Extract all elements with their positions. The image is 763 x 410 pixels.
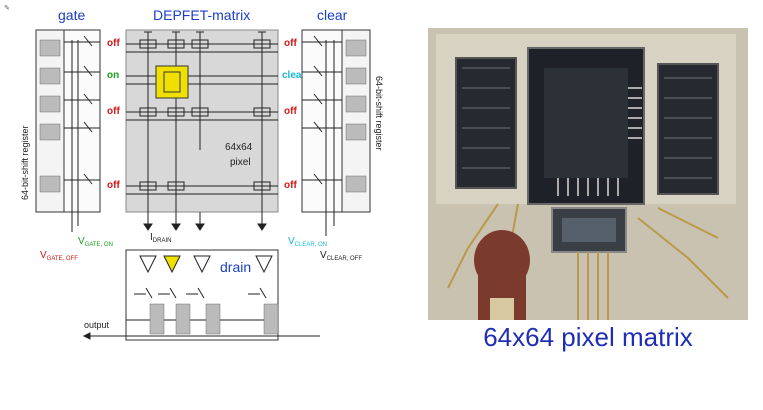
v-clear-off-label: VCLEAR, OFF: [320, 250, 362, 262]
clear-row-4-state: off: [284, 180, 297, 191]
right-shift-register: [301, 29, 371, 236]
gate-title: gate: [58, 7, 85, 23]
clear-row-1-state: off: [284, 38, 297, 49]
photo-caption: 64x64 pixel matrix: [483, 322, 693, 352]
clear-title: clear: [317, 7, 348, 23]
i-drain-label: IDRAIN: [150, 232, 171, 244]
corner-mark-icon: ✎: [4, 5, 10, 12]
drain-title: drain: [220, 259, 251, 275]
v-gate-on-label: VGATE, ON: [78, 236, 113, 248]
clear-row-2-state: clear: [282, 70, 305, 81]
left-shift-register-label: 64-bit-shift register: [20, 125, 30, 200]
gate-row-1-state: off: [107, 38, 120, 49]
v-gate-off-label: VGATE, OFF: [40, 250, 78, 262]
left-shift-register: [35, 29, 101, 232]
gate-row-4-state: off: [107, 180, 120, 191]
selected-pixel: [155, 65, 189, 99]
pixel-count-label: 64x64: [225, 142, 253, 153]
depfet-schematic: ✎ gate DEPFET-matrix clear 64-bit-shift …: [4, 5, 384, 341]
depfet-matrix: [125, 29, 279, 213]
v-clear-on-label: VCLEAR, ON: [288, 236, 327, 248]
clear-row-3-state: off: [284, 106, 297, 117]
chip-photo: [428, 28, 748, 320]
matrix-title: DEPFET-matrix: [153, 7, 250, 23]
output-label: output: [84, 320, 110, 330]
output-arrow-icon: [82, 332, 320, 340]
drain-readout-block: [125, 249, 279, 341]
gate-row-3-state: off: [107, 106, 120, 117]
gate-row-2-state: on: [107, 70, 119, 81]
pixel-word-label: pixel: [230, 157, 251, 168]
right-shift-register-label: 64-bit-shift register: [374, 76, 384, 151]
